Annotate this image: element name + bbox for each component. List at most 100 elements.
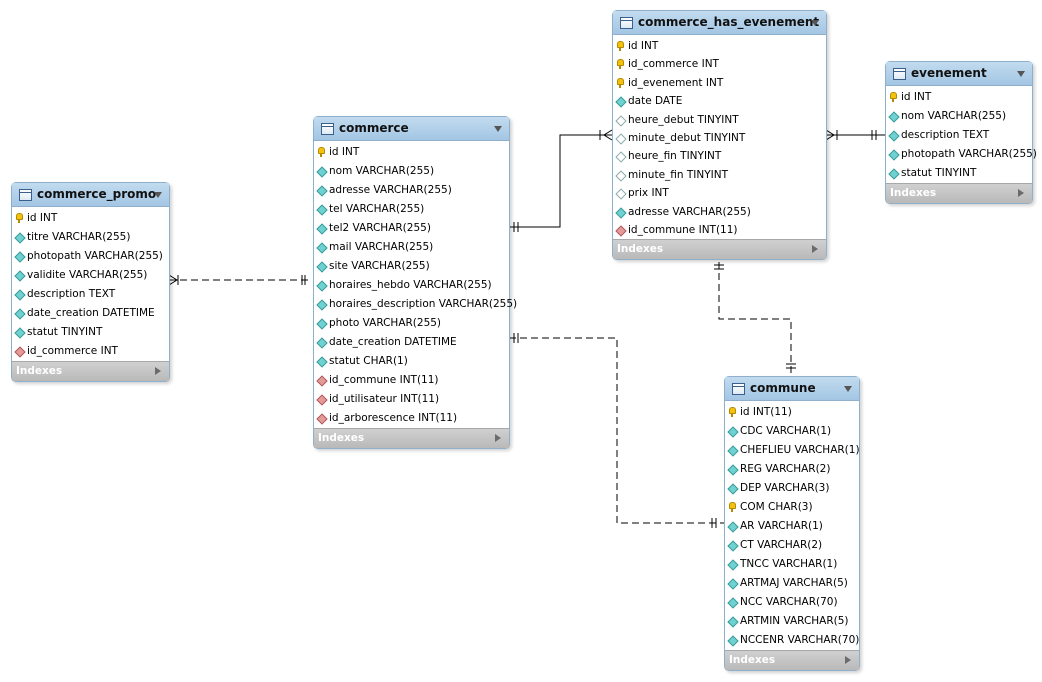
column-row[interactable]: DEP VARCHAR(3) bbox=[725, 479, 859, 498]
column-row[interactable]: tel2 VARCHAR(255) bbox=[314, 219, 509, 238]
column-row[interactable]: nom VARCHAR(255) bbox=[314, 162, 509, 181]
column-row[interactable]: description TEXT bbox=[12, 285, 169, 304]
column-row[interactable]: validite VARCHAR(255) bbox=[12, 266, 169, 285]
column-row[interactable]: photopath VARCHAR(255) bbox=[12, 247, 169, 266]
column-row[interactable]: minute_fin TINYINT bbox=[613, 166, 826, 184]
collapse-arrow-icon[interactable] bbox=[494, 126, 502, 132]
column-row[interactable]: heure_fin TINYINT bbox=[613, 147, 826, 165]
table-header[interactable]: commerce_promo bbox=[12, 183, 169, 207]
column-row[interactable]: ARTMAJ VARCHAR(5) bbox=[725, 574, 859, 593]
column-row[interactable]: statut TINYINT bbox=[12, 323, 169, 342]
table-icon bbox=[19, 189, 32, 201]
column-row[interactable]: tel VARCHAR(255) bbox=[314, 200, 509, 219]
table-evenement[interactable]: evenement id INT nom VARCHAR(255)descript… bbox=[885, 61, 1037, 204]
column-row[interactable]: site VARCHAR(255) bbox=[314, 257, 509, 276]
column-label: minute_fin TINYINT bbox=[628, 168, 729, 181]
column-icon bbox=[316, 166, 328, 178]
column-row[interactable]: nom VARCHAR(255) bbox=[886, 107, 1032, 126]
indexes-section[interactable]: Indexes bbox=[314, 428, 509, 448]
expand-arrow-icon[interactable] bbox=[495, 434, 501, 442]
indexes-section[interactable]: Indexes bbox=[613, 239, 826, 260]
column-row[interactable]: prix INT bbox=[613, 184, 826, 202]
column-row[interactable]: id_commune INT(11) bbox=[613, 221, 826, 239]
column-label: id INT bbox=[901, 91, 932, 103]
column-row[interactable]: id INT bbox=[613, 37, 826, 55]
table-title: commerce_promo bbox=[37, 187, 157, 201]
column-label: COM CHAR(3) bbox=[740, 501, 813, 513]
expand-arrow-icon[interactable] bbox=[1018, 189, 1024, 197]
column-row[interactable]: NCC VARCHAR(70) bbox=[725, 593, 859, 612]
column-row[interactable]: CT VARCHAR(2) bbox=[725, 536, 859, 555]
column-row[interactable]: id_utilisateur INT(11) bbox=[314, 390, 509, 409]
column-row[interactable]: mail VARCHAR(255) bbox=[314, 238, 509, 257]
column-label: ARTMAJ VARCHAR(5) bbox=[740, 577, 848, 589]
column-row[interactable]: statut TINYINT bbox=[886, 164, 1032, 183]
column-row[interactable]: horaires_description VARCHAR(255) bbox=[314, 295, 517, 314]
collapse-arrow-icon[interactable] bbox=[154, 192, 162, 198]
table-icon bbox=[321, 123, 334, 135]
column-label: statut CHAR(1) bbox=[329, 355, 408, 367]
indexes-label: Indexes bbox=[318, 432, 365, 444]
table-header[interactable]: commerce bbox=[314, 117, 509, 141]
column-row[interactable]: COM CHAR(3) bbox=[725, 498, 859, 517]
primary-key-icon bbox=[617, 59, 624, 70]
column-row[interactable]: photopath VARCHAR(255) bbox=[886, 145, 1037, 164]
table-icon bbox=[893, 68, 906, 80]
collapse-arrow-icon[interactable] bbox=[1017, 71, 1025, 77]
column-label: horaires_hebdo VARCHAR(255) bbox=[329, 279, 492, 291]
column-row[interactable]: ARTMIN VARCHAR(5) bbox=[725, 612, 859, 631]
table-commune[interactable]: commune id INT(11)CDC VARCHAR(1)CHEFLIEU… bbox=[724, 376, 860, 671]
column-row[interactable]: adresse VARCHAR(255) bbox=[314, 181, 509, 200]
column-label: TNCC VARCHAR(1) bbox=[740, 558, 838, 570]
column-row[interactable]: CHEFLIEU VARCHAR(1) bbox=[725, 441, 860, 460]
column-row[interactable]: statut CHAR(1) bbox=[314, 352, 509, 371]
column-row[interactable]: id INT(11) bbox=[725, 403, 859, 422]
column-row[interactable]: minute_debut TINYINT bbox=[613, 129, 826, 147]
indexes-section[interactable]: Indexes bbox=[886, 183, 1032, 203]
column-row[interactable]: NCCENR VARCHAR(70) bbox=[725, 631, 859, 650]
column-row[interactable]: id_commerce INT bbox=[12, 342, 169, 361]
column-row[interactable]: adresse VARCHAR(255) bbox=[613, 203, 826, 221]
primary-key-icon bbox=[729, 502, 736, 512]
column-row[interactable]: description TEXT bbox=[886, 126, 1032, 145]
indexes-section[interactable]: Indexes bbox=[12, 361, 169, 381]
column-row[interactable]: id_commerce INT bbox=[613, 55, 826, 73]
column-icon bbox=[615, 96, 627, 108]
column-row[interactable]: photo VARCHAR(255) bbox=[314, 314, 509, 333]
column-row[interactable]: id_evenement INT bbox=[613, 74, 826, 92]
column-row[interactable]: TNCC VARCHAR(1) bbox=[725, 555, 859, 574]
column-row[interactable]: date_creation DATETIME bbox=[12, 304, 169, 323]
column-row[interactable]: date DATE bbox=[613, 92, 826, 110]
table-title: commune bbox=[750, 381, 816, 395]
expand-arrow-icon[interactable] bbox=[812, 245, 818, 254]
column-row[interactable]: id INT bbox=[12, 209, 169, 228]
column-icon bbox=[14, 308, 26, 320]
column-row[interactable]: date_creation DATETIME bbox=[314, 333, 509, 352]
indexes-section[interactable]: Indexes bbox=[725, 650, 859, 670]
column-row[interactable]: titre VARCHAR(255) bbox=[12, 228, 169, 247]
table-header[interactable]: evenement bbox=[886, 62, 1032, 86]
expand-arrow-icon[interactable] bbox=[155, 367, 161, 375]
column-row[interactable]: AR VARCHAR(1) bbox=[725, 517, 859, 536]
column-row[interactable]: horaires_hebdo VARCHAR(255) bbox=[314, 276, 509, 295]
expand-arrow-icon[interactable] bbox=[845, 656, 851, 664]
collapse-arrow-icon[interactable] bbox=[844, 386, 852, 392]
column-label: id_commune INT(11) bbox=[329, 374, 439, 386]
column-label: adresse VARCHAR(255) bbox=[329, 184, 452, 196]
column-row[interactable]: id INT bbox=[886, 88, 1032, 107]
primary-key-icon bbox=[729, 407, 736, 417]
table-header[interactable]: commune bbox=[725, 377, 859, 401]
column-row[interactable]: id_commune INT(11) bbox=[314, 371, 509, 390]
column-row[interactable]: CDC VARCHAR(1) bbox=[725, 422, 859, 441]
column-row[interactable]: heure_debut TINYINT bbox=[613, 111, 826, 129]
column-row[interactable]: id_arborescence INT(11) bbox=[314, 409, 509, 428]
column-icon bbox=[727, 578, 739, 590]
column-row[interactable]: REG VARCHAR(2) bbox=[725, 460, 859, 479]
table-header[interactable]: commerce_has_evenement bbox=[613, 11, 826, 35]
column-row[interactable]: id INT bbox=[314, 143, 509, 162]
collapse-arrow-icon[interactable] bbox=[811, 20, 819, 26]
